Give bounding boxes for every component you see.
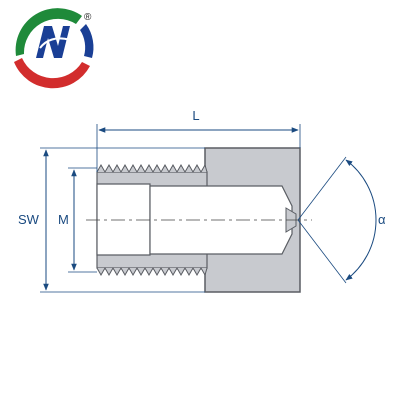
fitting-body [86, 147, 312, 293]
thread-teeth-top [96, 163, 208, 174]
brand-logo: ® [14, 8, 94, 89]
dimension-thread: M [58, 167, 97, 273]
hex-size-label: SW [18, 212, 40, 227]
thread-teeth-bottom [96, 266, 208, 277]
length-label: L [192, 108, 199, 123]
inner-bore [96, 183, 151, 256]
logo-n-letter [36, 26, 70, 58]
angle-label: α [378, 212, 386, 227]
logo-green-arc [15, 8, 82, 56]
logo-blue-arc [80, 24, 94, 58]
thread-label: M [58, 212, 69, 227]
dimension-angle: α [297, 156, 386, 284]
dimension-hex-size: SW [18, 147, 205, 293]
logo-red-arc [14, 58, 90, 89]
registered-mark: ® [84, 12, 92, 23]
